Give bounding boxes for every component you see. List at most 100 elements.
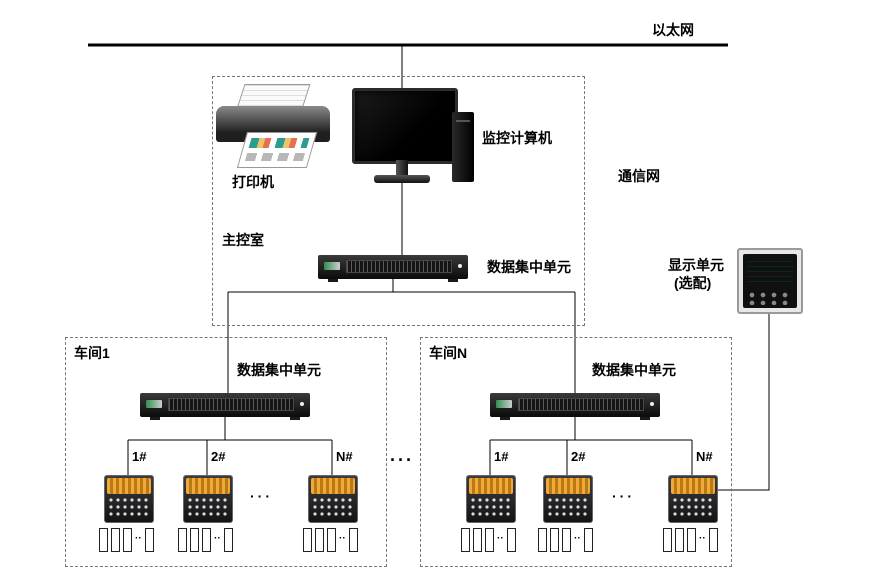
rack-led [300,402,304,406]
meter-terminals [671,478,715,494]
workshop1-label: 车间1 [74,345,110,361]
cable-ellipsis: ·· [339,533,346,544]
cable-group: ·· [538,528,593,552]
workshop1-branch-1-label: 1# [132,449,147,464]
cable-connector [663,528,672,552]
cable-connector [708,528,718,552]
workshop1-dcu-label: 数据集中单元 [237,362,321,378]
computer-tower [452,112,474,182]
main-room-label: 主控室 [222,232,264,248]
main-dcu-label: 数据集中单元 [487,259,571,275]
cable-connector [303,528,312,552]
workshop1-dcu-device [140,393,310,420]
meter-front [187,497,229,519]
meter-terminals [311,478,355,494]
display-unit-line [716,312,770,491]
cable-connector [111,528,120,552]
workshop1-box [65,337,387,567]
workshopN-branch-n-label: N# [696,449,713,464]
cable-connector [506,528,516,552]
meter-terminals [107,478,151,494]
display-unit-label-line1: 显示单元 [668,257,724,273]
cable-group: ·· [99,528,154,552]
meter-terminals [469,478,513,494]
metering-device [183,475,233,523]
meter-front [547,497,589,519]
printer-output-paper [236,132,318,168]
cable-connector [583,528,593,552]
monitor-base [374,175,430,183]
metering-device [104,475,154,523]
metering-device [466,475,516,523]
monitoring-computer-image [352,88,476,184]
cable-ellipsis: ·· [699,533,706,544]
printer-image [216,84,334,170]
rack-foot [500,417,510,420]
workshop1-branch-n-label: N# [336,449,353,464]
cable-connector [485,528,494,552]
cable-ellipsis: ·· [214,533,221,544]
cable-connector [473,528,482,552]
monitor-stand [396,160,408,175]
between-workshops-ellipsis: ··· [390,450,414,470]
cable-connector [178,528,187,552]
rack-foot [448,279,458,282]
display-unit-buttons [748,291,792,305]
dcu-to-workshops-lines [227,279,576,393]
rack-led [650,402,654,406]
workshop1-branch-2-label: 2# [211,449,226,464]
cable-connector [550,528,559,552]
cable-connector [562,528,571,552]
cable-connector [144,528,154,552]
meter-front [672,497,714,519]
comm-net-label: 通信网 [618,168,660,184]
workshopN-dcu-device [490,393,660,420]
cable-connector [190,528,199,552]
meter-front [312,497,354,519]
workshopN-label: 车间N [429,345,468,361]
cable-connector [315,528,324,552]
computer-label: 监控计算机 [482,130,552,146]
workshopN-branch-lines [489,417,693,475]
meter-front [470,497,512,519]
rack-foot [640,417,650,420]
cable-connector [202,528,211,552]
cable-connector [538,528,547,552]
rack-foot [290,417,300,420]
rack-led [458,264,462,268]
cable-group: ·· [663,528,718,552]
display-unit-device [737,248,803,314]
workshopN-dcu-label: 数据集中单元 [592,362,676,378]
cable-group: ·· [178,528,233,552]
cable-connector [327,528,336,552]
metering-device [543,475,593,523]
cable-connector [348,528,358,552]
cable-connector [675,528,684,552]
main-dcu-device [318,255,468,282]
cable-ellipsis: ·· [135,533,142,544]
meter-front [108,497,150,519]
workshopN-branch-2-label: 2# [571,449,586,464]
metering-device [308,475,358,523]
workshopN-box [420,337,732,567]
cable-group: ·· [461,528,516,552]
workshop1-branch-lines [127,417,333,475]
rack-foot [328,279,338,282]
main-control-room-box [212,76,585,326]
metering-device [668,475,718,523]
meter-terminals [186,478,230,494]
workshopN-branch-1-label: 1# [494,449,509,464]
workshop1-meter-ellipsis: ··· [250,488,273,504]
cable-ellipsis: ·· [574,533,581,544]
cable-connector [123,528,132,552]
display-unit-label-line2: (选配) [674,275,712,291]
workshopN-meter-ellipsis: ··· [612,488,635,504]
ethernet-label: 以太网 [652,22,694,38]
cable-connector [99,528,108,552]
cable-connector [223,528,233,552]
meter-terminals [546,478,590,494]
cable-group: ·· [303,528,358,552]
printer-label: 打印机 [232,174,274,190]
